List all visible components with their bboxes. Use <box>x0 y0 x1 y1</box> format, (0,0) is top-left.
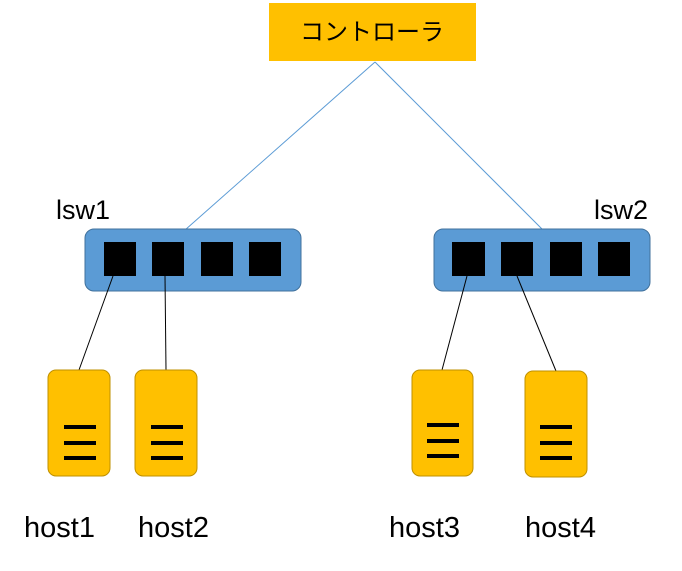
data-link-host3 <box>441 275 468 371</box>
switch-body <box>433 228 651 292</box>
switch-port <box>550 242 582 276</box>
switch-label: lsw1 <box>56 195 110 225</box>
control-link-lsw1 <box>184 61 376 231</box>
server-slot <box>540 456 572 460</box>
server-slot <box>540 441 572 445</box>
control-link-lsw2 <box>374 61 544 231</box>
switch-port <box>152 242 184 276</box>
server-slot <box>151 425 183 429</box>
controller-label: コントローラ <box>300 18 444 46</box>
switch-body <box>84 228 302 292</box>
switch-port <box>201 242 233 276</box>
host-label: host1 <box>24 512 95 544</box>
server-slot <box>64 441 96 445</box>
server-slot <box>427 439 459 443</box>
host-server-body <box>134 369 198 477</box>
server-slot <box>427 454 459 458</box>
controller-node: コントローラ <box>269 3 476 61</box>
host-host1: host1 <box>24 369 111 544</box>
switch-port <box>598 242 630 276</box>
server-slot <box>540 425 572 429</box>
host-host4: host4 <box>524 370 596 544</box>
server-slot <box>64 425 96 429</box>
switch-lsw2: lsw2 <box>433 195 651 292</box>
data-link-host1 <box>78 275 114 371</box>
switch-port <box>501 242 533 276</box>
switch-port <box>452 242 485 276</box>
host-label: host4 <box>525 512 596 544</box>
server-slot <box>427 423 459 427</box>
switch-lsw1: lsw1 <box>56 195 302 292</box>
host-label: host2 <box>138 512 209 544</box>
switch-port <box>104 242 136 276</box>
switch-port <box>249 242 281 276</box>
server-slot <box>151 456 183 460</box>
server-slot <box>151 441 183 445</box>
host-server-body <box>47 369 111 477</box>
data-link-host4 <box>516 275 557 372</box>
controller-box <box>269 3 476 61</box>
switch-label: lsw2 <box>594 195 648 225</box>
server-slot <box>64 456 96 460</box>
host-host2: host2 <box>134 369 209 544</box>
host-label: host3 <box>389 512 460 544</box>
data-link-host2 <box>164 275 167 371</box>
host-host3: host3 <box>389 369 474 544</box>
host-server-body <box>524 370 588 478</box>
